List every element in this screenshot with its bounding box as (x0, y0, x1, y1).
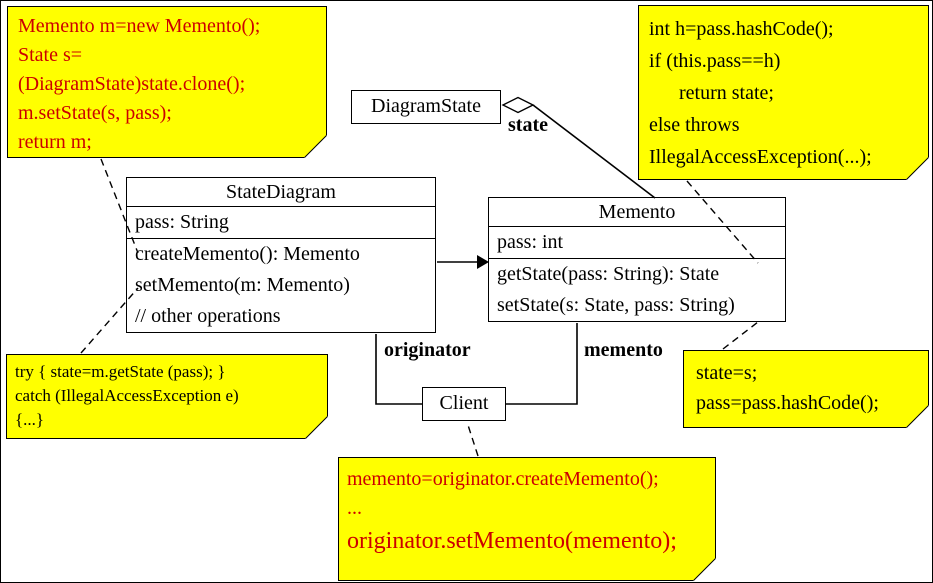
label-state: state (508, 114, 548, 136)
attribute: pass: int (497, 231, 564, 253)
association-line-client-memento (506, 323, 578, 405)
code-line: state=s; (696, 362, 758, 384)
note-client-usage-code: memento=originator.createMemento(); ... … (338, 457, 716, 581)
code-line: if (this.pass==h) (649, 50, 781, 72)
code-line: return m; (18, 131, 92, 153)
aggregation-diamond-icon (501, 96, 535, 114)
class-client: Client (422, 387, 506, 421)
note-anchor-set-state (722, 321, 759, 350)
class-name: Memento (489, 198, 785, 227)
code-line: originator.setMemento(memento); (347, 528, 677, 554)
code-line: return state; (649, 82, 774, 104)
label-originator: originator (384, 339, 471, 361)
code-line: try { state=m.getState (pass); } (15, 362, 226, 381)
code-line: m.setState(s, pass); (18, 102, 172, 124)
operation: setState(s: State, pass: String) (497, 294, 735, 316)
class-diagramstate: DiagramState (351, 90, 501, 124)
code-line: Memento m=new Memento(); (18, 15, 261, 37)
aggregation-line-state (532, 104, 656, 199)
code-line: pass=pass.hashCode(); (696, 392, 879, 414)
note-set-memento-code: try { state=m.getState (pass); } catch (… (6, 354, 328, 439)
operation: // other operations (135, 305, 281, 327)
code-line: State s= (18, 44, 83, 66)
note-get-state-code: int h=pass.hashCode(); if (this.pass==h)… (638, 5, 929, 180)
code-line: else throws (649, 114, 740, 136)
note-set-state-code: state=s; pass=pass.hashCode(); (683, 350, 929, 428)
attributes-compartment: pass: int (489, 227, 785, 259)
code-line: ... (347, 497, 362, 519)
label-memento: memento (584, 339, 663, 361)
code-line: {...} (15, 410, 45, 429)
attribute: pass: String (135, 211, 229, 233)
code-line: (DiagramState)state.clone(); (18, 73, 246, 95)
operations-compartment: getState(pass: String): State setState(s… (489, 259, 785, 321)
note-create-memento-code: Memento m=new Memento(); State s= (Diagr… (7, 6, 327, 158)
operation: getState(pass: String): State (497, 263, 720, 285)
code-line: memento=originator.createMemento(); (347, 468, 659, 490)
class-statediagram: StateDiagram pass: String createMemento(… (126, 177, 436, 333)
class-name: Client (439, 392, 489, 414)
code-line: catch (IllegalAccessException e) (15, 386, 239, 405)
attributes-compartment: pass: String (127, 207, 435, 239)
code-line: IllegalAccessException(...); (649, 146, 872, 168)
note-anchor-client-usage (466, 421, 479, 457)
class-name: StateDiagram (127, 178, 435, 207)
code-line: int h=pass.hashCode(); (649, 18, 834, 40)
operation: createMemento(): Memento (135, 243, 360, 265)
operations-compartment: createMemento(): Memento setMemento(m: M… (127, 239, 435, 332)
class-name: DiagramState (371, 95, 481, 117)
class-memento: Memento pass: int getState(pass: String)… (488, 197, 786, 322)
operation: setMemento(m: Memento) (135, 274, 350, 296)
